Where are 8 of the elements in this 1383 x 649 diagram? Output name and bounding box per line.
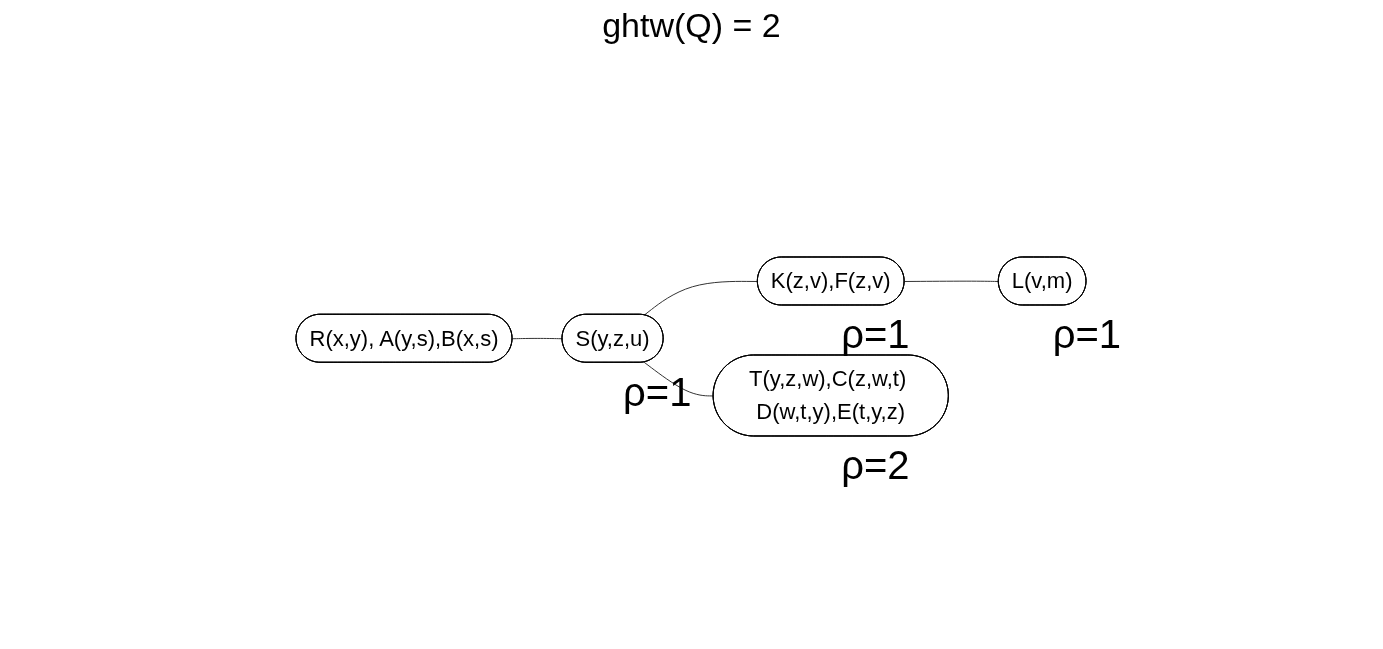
node-annotation: ρ=1 [623, 369, 692, 415]
node-annotation: ρ=1 [1052, 312, 1121, 358]
connector [644, 361, 715, 396]
connector [904, 280, 1000, 282]
connector [512, 337, 564, 339]
node-annotation: ρ=2 [841, 443, 910, 489]
connector [644, 280, 759, 316]
diagram-title: ghtw(Q) = 2 [601, 6, 782, 45]
